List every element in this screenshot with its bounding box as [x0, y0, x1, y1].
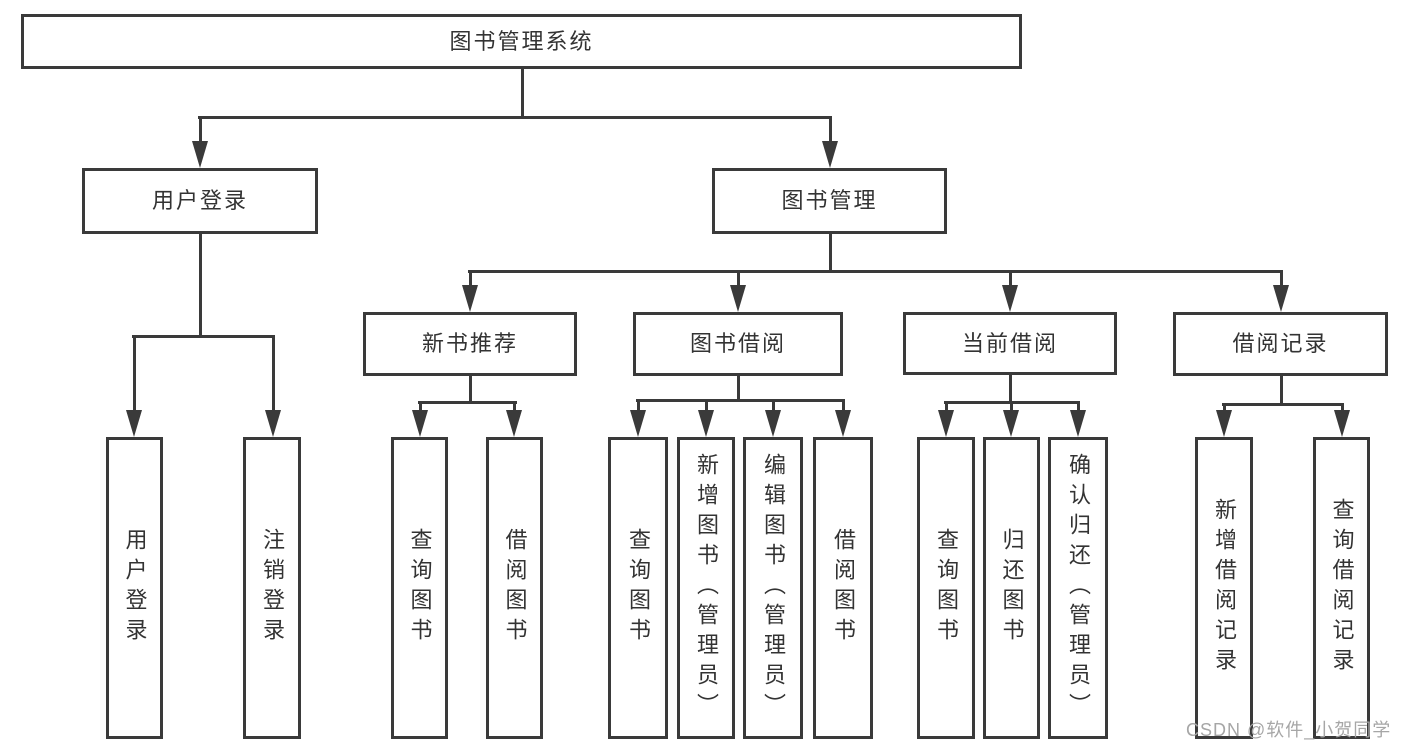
- arrowhead-down-icon: [506, 410, 522, 437]
- csdn-watermark: CSDN @软件_小贺同学: [1186, 720, 1392, 740]
- connector-vline: [198, 117, 202, 143]
- connector-vline: [512, 402, 516, 412]
- node-label: 新书推荐: [421, 331, 518, 356]
- arrowhead-down-icon: [630, 410, 646, 437]
- leaf-label: 新增图书（管理员）: [694, 453, 719, 723]
- leaf-label: 查询图书: [407, 528, 433, 648]
- connector-vline: [520, 69, 524, 117]
- leaf-label: 查询图书: [626, 528, 651, 648]
- arrowhead-down-icon: [265, 410, 281, 437]
- connector-vline: [841, 400, 845, 410]
- connector-vline: [828, 234, 832, 273]
- connector-vline: [1279, 271, 1283, 287]
- arrowhead-down-icon: [192, 141, 208, 168]
- arrowhead-down-icon: [1216, 410, 1232, 437]
- arrowhead-down-icon: [1070, 410, 1086, 437]
- leaf-label: 用户登录: [122, 528, 148, 648]
- arrowhead-down-icon: [822, 141, 838, 168]
- connector-hline: [1222, 402, 1344, 406]
- connector-hline: [468, 269, 1283, 273]
- leaf-add-book-admin: 新增图书（管理员）: [677, 437, 735, 739]
- connector-vline: [771, 400, 775, 410]
- arrowhead-down-icon: [1273, 285, 1289, 312]
- connector-vline: [132, 336, 136, 412]
- leaf-add-borrow-record: 新增借阅记录: [1195, 437, 1253, 739]
- leaf-query-borrow-record: 查询借阅记录: [1313, 437, 1370, 739]
- node-borrow-records: 借阅记录: [1173, 312, 1388, 376]
- leaf-borrow-books-borrow: 借阅图书: [813, 437, 873, 739]
- node-label: 图书管理系统: [449, 28, 594, 54]
- connector-hline: [198, 115, 832, 119]
- leaf-label: 归还图书: [999, 528, 1025, 648]
- node-book-management: 图书管理: [712, 168, 947, 234]
- leaf-return-book: 归还图书: [983, 437, 1040, 739]
- node-library-management-system: 图书管理系统: [21, 14, 1022, 69]
- arrowhead-down-icon: [1003, 410, 1019, 437]
- connector-vline: [418, 402, 422, 412]
- connector-vline: [468, 376, 472, 404]
- leaf-edit-book-admin: 编辑图书（管理员）: [743, 437, 803, 739]
- leaf-query-books-recommend: 查询图书: [391, 437, 448, 739]
- connector-vline: [1076, 402, 1080, 412]
- leaf-label: 查询图书: [934, 528, 959, 648]
- arrowhead-down-icon: [938, 410, 954, 437]
- connector-vline: [736, 376, 740, 402]
- connector-hline: [636, 398, 845, 402]
- node-new-book-recommend: 新书推荐: [363, 312, 577, 376]
- arrowhead-down-icon: [698, 410, 714, 437]
- connector-vline: [1009, 402, 1013, 412]
- leaf-label: 借阅图书: [831, 528, 856, 648]
- node-label: 用户登录: [151, 188, 248, 213]
- connector-vline: [636, 400, 640, 410]
- leaf-query-books-current: 查询图书: [917, 437, 975, 739]
- connector-vline: [828, 117, 832, 143]
- connector-vline: [1340, 404, 1344, 412]
- leaf-label: 确认归还（管理员）: [1066, 453, 1091, 723]
- connector-vline: [704, 400, 708, 410]
- leaf-user-login: 用户登录: [106, 437, 163, 739]
- connector-vline: [271, 336, 275, 412]
- arrowhead-down-icon: [462, 285, 478, 312]
- leaf-logout: 注销登录: [243, 437, 301, 739]
- leaf-label: 借阅图书: [502, 528, 528, 648]
- node-label: 当前借阅: [961, 330, 1058, 356]
- leaf-confirm-return-admin: 确认归还（管理员）: [1048, 437, 1108, 739]
- connector-vline: [1279, 376, 1283, 406]
- connector-hline: [132, 334, 275, 338]
- connector-vline: [198, 232, 202, 338]
- arrowhead-down-icon: [412, 410, 428, 437]
- connector-vline: [1008, 271, 1012, 287]
- arrowhead-down-icon: [1334, 410, 1350, 437]
- node-label: 图书借阅: [689, 331, 786, 356]
- leaf-query-books-borrow: 查询图书: [608, 437, 668, 739]
- arrowhead-down-icon: [126, 410, 142, 437]
- arrowhead-down-icon: [1002, 285, 1018, 312]
- connector-hline: [418, 400, 517, 404]
- connector-vline: [468, 271, 472, 287]
- node-book-borrow: 图书借阅: [633, 312, 843, 376]
- node-user-login: 用户登录: [82, 168, 318, 234]
- leaf-label: 查询借阅记录: [1329, 498, 1355, 678]
- node-label: 图书管理: [781, 188, 878, 213]
- leaf-borrow-books-recommend: 借阅图书: [486, 437, 543, 739]
- node-label: 借阅记录: [1232, 331, 1329, 356]
- arrowhead-down-icon: [835, 410, 851, 437]
- leaf-label: 注销登录: [260, 528, 285, 648]
- connector-vline: [1008, 375, 1012, 404]
- connector-vline: [944, 402, 948, 412]
- connector-vline: [736, 271, 740, 287]
- arrowhead-down-icon: [730, 285, 746, 312]
- leaf-label: 编辑图书（管理员）: [761, 453, 786, 723]
- leaf-label: 新增借阅记录: [1212, 498, 1237, 678]
- arrowhead-down-icon: [765, 410, 781, 437]
- node-current-borrow: 当前借阅: [903, 312, 1117, 375]
- connector-vline: [1222, 404, 1226, 412]
